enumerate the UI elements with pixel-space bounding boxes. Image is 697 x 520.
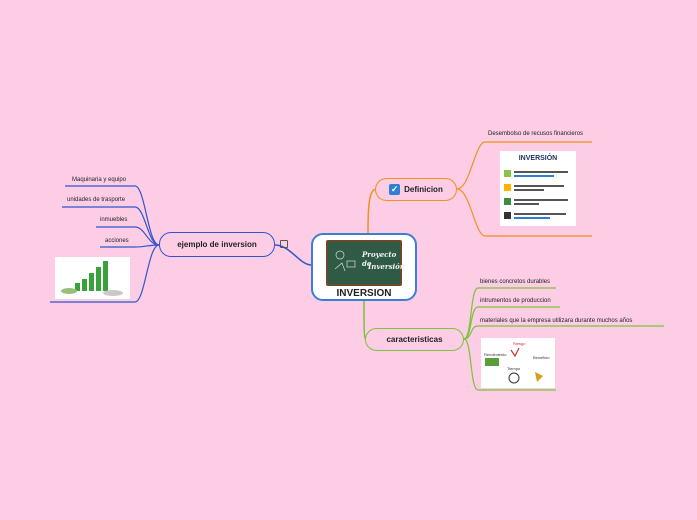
leaf-unidades[interactable]: unidades de trasporte: [67, 197, 126, 203]
leaf-acciones[interactable]: acciones: [105, 238, 129, 244]
definition-infographic-image: INVERSIÓN: [500, 151, 576, 226]
central-topic[interactable]: Proyecto de Inversión INVERSION: [311, 233, 417, 301]
riesgo-label: Riesgo: [513, 341, 526, 346]
leaf-maquinaria[interactable]: Maquinaria y equipo: [72, 177, 127, 183]
chalkboard-image: Proyecto de Inversión: [326, 239, 405, 286]
topic-ejemplo-label: ejemplo de inversion: [177, 240, 257, 249]
topic-definicion[interactable]: ✓ Definicion: [375, 178, 457, 201]
topic-definicion-label: Definicion: [404, 185, 443, 194]
board-text-1: Proyecto de: [362, 249, 397, 268]
board-text-2: Inversión: [368, 261, 405, 271]
tiempo-label: Tiempo: [507, 366, 521, 371]
growth-bars-icon: [61, 261, 123, 296]
beneficio-label: Beneficio: [533, 355, 550, 360]
infographic-title: INVERSIÓN: [518, 155, 558, 162]
leaf-bienes[interactable]: bienes concretos durables: [480, 279, 551, 285]
growth-chart-image: [55, 257, 130, 299]
rendimiento-label: Rendimiento: [484, 352, 507, 357]
topic-caracteristicas[interactable]: caracteristicas: [365, 328, 464, 351]
characteristics-icons: [485, 347, 543, 384]
topic-ejemplo[interactable]: ejemplo de inversion: [159, 232, 275, 257]
leaf-intrumentos[interactable]: intrumentos de produccion: [480, 298, 551, 304]
infographic-rows-icon: [504, 170, 568, 219]
characteristics-image: Riesgo Rendimiento Beneficio Tiempo: [481, 338, 555, 388]
leaf-materiales[interactable]: materiales que la empresa utilizara dura…: [480, 318, 633, 324]
doodles-icon: [334, 250, 356, 271]
central-topic-label: INVERSION: [336, 287, 392, 299]
leaf-desembolso[interactable]: Desembolso de recusos financieros: [488, 131, 584, 137]
topic-caracteristicas-label: caracteristicas: [386, 335, 443, 344]
checkbox-icon: ✓: [389, 184, 401, 195]
expand-icon[interactable]: [280, 240, 288, 248]
leaf-inmuebles[interactable]: inmuebles: [100, 217, 128, 223]
